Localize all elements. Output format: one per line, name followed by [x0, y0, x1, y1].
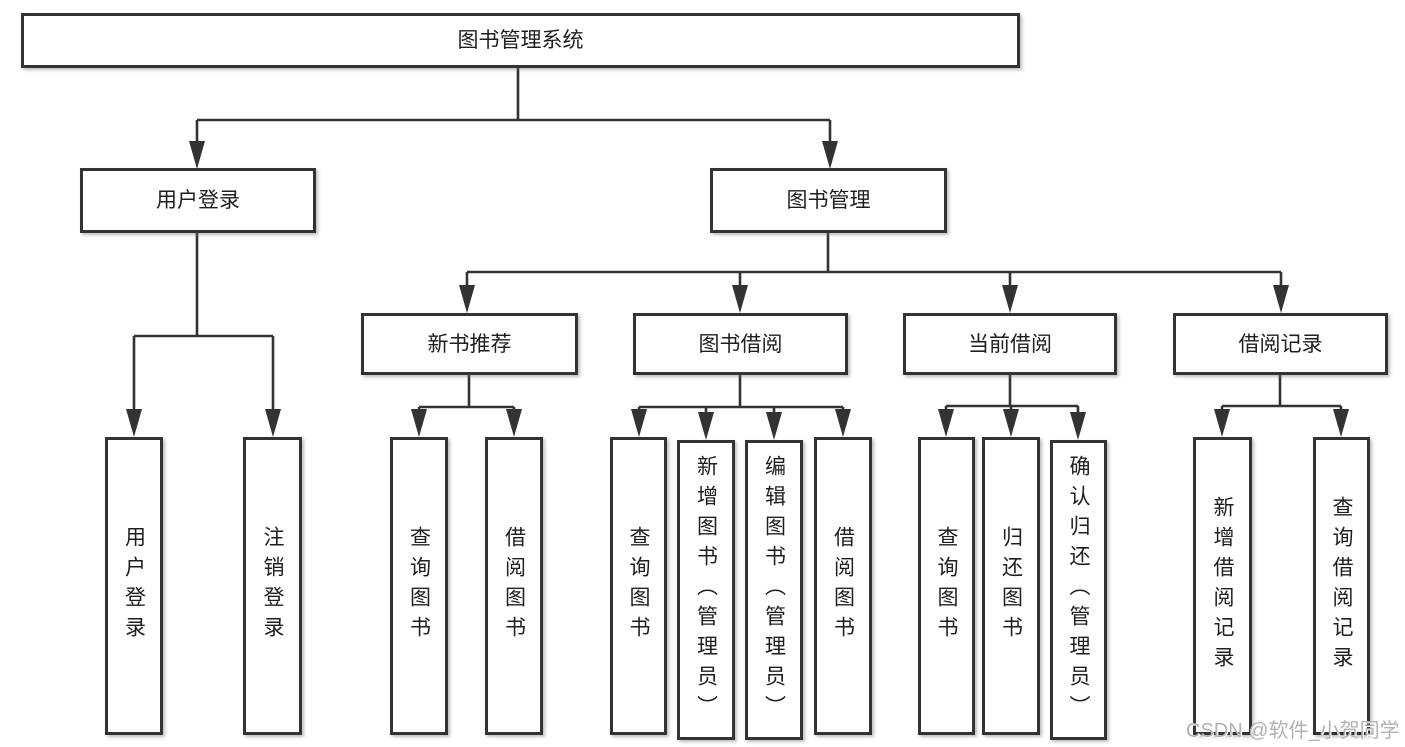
arrow-down-icon [698, 412, 714, 440]
leaf-add-borrow-record: 新增借阅记录 [1193, 437, 1252, 735]
arrow-down-icon [1333, 409, 1349, 437]
node-user-login: 用户登录 [80, 168, 316, 233]
node-current-borrowing: 当前借阅 [903, 313, 1117, 375]
arrow-down-icon [189, 141, 205, 169]
leaf-query-borrow-record-label: 查询借阅记录 [1330, 496, 1353, 676]
node-new-book-recommend: 新书推荐 [361, 313, 578, 375]
arrow-down-icon [126, 409, 142, 437]
leaf-query-borrow-record: 查询借阅记录 [1313, 437, 1370, 735]
node-book-management: 图书管理 [710, 168, 947, 233]
connector-currentborrow-to-leaves [938, 375, 1086, 440]
node-book-borrowing: 图书借阅 [633, 313, 848, 375]
connector-bookmgmt-to-level3 [459, 233, 1289, 313]
node-current-borrowing-label: 当前借阅 [968, 332, 1052, 356]
arrow-down-icon [766, 412, 782, 440]
arrow-down-icon [1002, 285, 1018, 313]
leaf-add-books-admin: 新增图书（管理员） [677, 440, 735, 740]
leaf-query-books-label: 查询图书 [407, 526, 431, 646]
csdn-watermark: CSDN @软件_小贺同学 [1186, 720, 1400, 742]
leaf-confirm-return-admin: 确认归还（管理员） [1050, 440, 1107, 740]
leaf-query-books-3: 查询图书 [918, 437, 975, 735]
node-library-management-system-label: 图书管理系统 [457, 29, 584, 52]
leaf-logout: 注销登录 [243, 437, 302, 735]
leaf-logout-label: 注销登录 [261, 526, 284, 646]
arrow-down-icon [1070, 412, 1086, 440]
node-library-management-system: 图书管理系统 [21, 13, 1020, 68]
node-new-book-recommend-label: 新书推荐 [427, 332, 512, 356]
leaf-add-books-admin-label: 新增图书（管理员） [694, 455, 718, 725]
leaf-query-books-3-label: 查询图书 [935, 526, 958, 646]
node-user-login-label: 用户登录 [156, 189, 240, 212]
arrow-down-icon [411, 409, 427, 437]
arrow-down-icon [1273, 285, 1289, 313]
leaf-return-books-label: 归还图书 [999, 526, 1023, 646]
arrow-down-icon [732, 285, 748, 313]
arrow-down-icon [938, 409, 954, 437]
connector-records-to-leaves [1214, 375, 1349, 437]
connector-newbook-to-leaves [411, 375, 522, 437]
arrow-down-icon [631, 409, 647, 437]
leaf-edit-books-admin: 编辑图书（管理员） [745, 440, 803, 740]
leaf-add-borrow-record-label: 新增借阅记录 [1211, 496, 1234, 676]
arrow-down-icon [265, 409, 281, 437]
arrow-down-icon [1003, 409, 1019, 437]
leaf-query-books-2: 查询图书 [610, 437, 667, 735]
arrow-down-icon [459, 285, 475, 313]
connector-bookborrow-to-leaves [631, 375, 851, 440]
leaf-edit-books-admin-label: 编辑图书（管理员） [762, 455, 786, 725]
leaf-query-books-2-label: 查询图书 [627, 526, 650, 646]
connector-root-to-level2 [189, 68, 838, 169]
node-book-borrowing-label: 图书借阅 [698, 332, 783, 356]
leaf-borrow-books-2-label: 借阅图书 [831, 526, 855, 646]
node-borrowing-records: 借阅记录 [1173, 313, 1388, 375]
leaf-confirm-return-admin-label: 确认归还（管理员） [1067, 455, 1090, 725]
leaf-query-books: 查询图书 [390, 437, 448, 735]
node-borrowing-records-label: 借阅记录 [1238, 332, 1323, 356]
leaf-user-login: 用户登录 [105, 437, 163, 735]
arrow-down-icon [506, 409, 522, 437]
node-book-management-label: 图书管理 [786, 189, 871, 212]
arrow-down-icon [835, 409, 851, 437]
connector-userlogin-to-leaves [126, 233, 281, 437]
leaf-borrow-books-label: 借阅图书 [502, 526, 526, 646]
leaf-user-login-label: 用户登录 [122, 526, 146, 646]
arrow-down-icon [1214, 409, 1230, 437]
leaf-borrow-books: 借阅图书 [485, 437, 543, 735]
leaf-borrow-books-2: 借阅图书 [814, 437, 872, 735]
arrow-down-icon [822, 141, 838, 169]
leaf-return-books: 归还图书 [982, 437, 1040, 735]
